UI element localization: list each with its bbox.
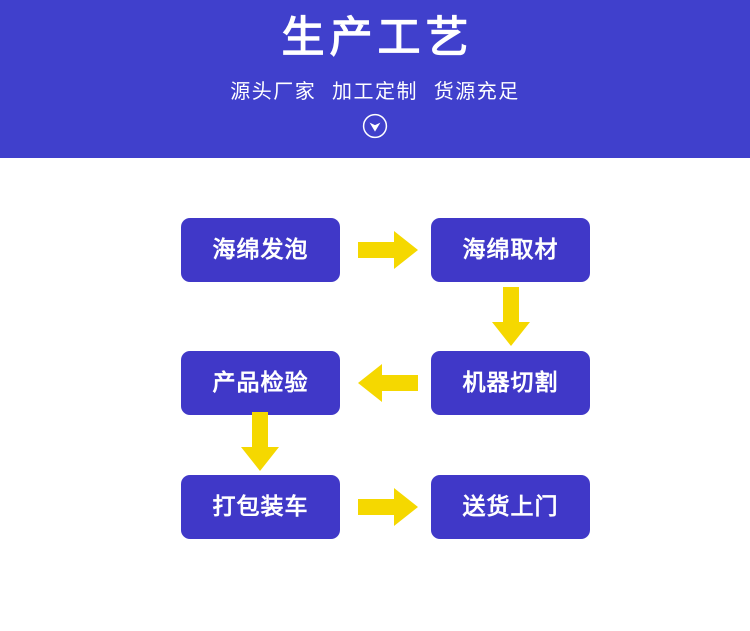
arrow-right-icon: [356, 485, 420, 529]
flow-node-sponge-sourcing[interactable]: 海绵取材: [431, 218, 590, 282]
page-title: 生产工艺: [281, 13, 474, 63]
flow-node-label: 送货上门: [462, 493, 559, 520]
flow-node-label: 海绵取材: [462, 236, 559, 263]
page-subtitle: 源头厂家 加工定制 货源充足: [230, 79, 520, 104]
flow-node-machine-cutting[interactable]: 机器切割: [431, 351, 590, 415]
arrow-down-icon: [238, 411, 282, 473]
arrow-right-icon: [356, 228, 420, 272]
flow-node-product-inspection[interactable]: 产品检验: [181, 351, 340, 415]
flow-node-packing-loading[interactable]: 打包装车: [181, 475, 340, 539]
page-banner: 生产工艺 源头厂家 加工定制 货源充足: [0, 0, 750, 158]
flow-node-label: 海绵发泡: [212, 236, 309, 263]
flow-node-label: 机器切割: [462, 369, 559, 396]
flow-node-label: 产品检验: [212, 369, 309, 396]
flow-node-sponge-foaming[interactable]: 海绵发泡: [181, 218, 340, 282]
arrow-left-icon: [356, 361, 420, 405]
chevron-down-circle-icon: [362, 113, 388, 139]
arrow-down-icon: [489, 286, 533, 348]
flow-node-label: 打包装车: [212, 493, 309, 520]
process-flowchart: 海绵发泡 海绵取材 产品检验 机器切割: [0, 158, 750, 631]
flow-node-door-delivery[interactable]: 送货上门: [431, 475, 590, 539]
